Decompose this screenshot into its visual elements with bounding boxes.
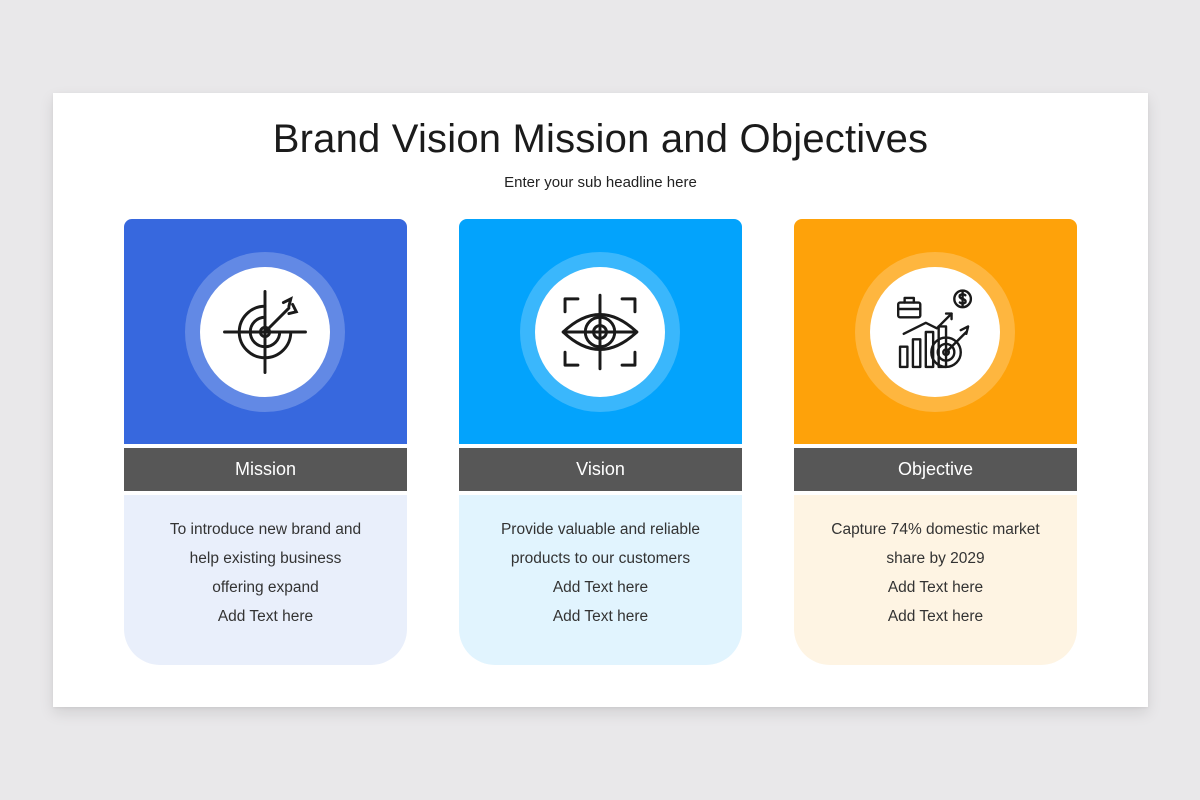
vision-label: Vision bbox=[459, 448, 742, 491]
objective-text-line: Add Text here bbox=[887, 608, 984, 625]
objective-text-line: Add Text here bbox=[887, 579, 984, 596]
objective-body: Capture 74% domestic market share by 202… bbox=[794, 495, 1077, 665]
mission-icon-disc bbox=[200, 267, 330, 397]
vision-text-line: Provide valuable and reliable bbox=[500, 521, 701, 538]
mission-text-line: offering expand bbox=[212, 579, 319, 596]
vision-text-line: Add Text here bbox=[552, 608, 649, 625]
mission-text-line: To introduce new brand and bbox=[169, 521, 362, 538]
vision-body: Provide valuable and reliable products t… bbox=[459, 495, 742, 665]
objective-text-line: share by 2029 bbox=[886, 550, 985, 567]
slide: Brand Vision Mission and Objectives Ente… bbox=[53, 93, 1148, 707]
objective-card-header bbox=[794, 219, 1077, 444]
vision-icon-halo bbox=[520, 252, 680, 412]
vision-card-header bbox=[459, 219, 742, 444]
mission-card-header bbox=[124, 219, 407, 444]
objective-label: Objective bbox=[794, 448, 1077, 491]
vision-text-line: Add Text here bbox=[552, 579, 649, 596]
vision-card: Vision Provide valuable and reliable pro… bbox=[459, 219, 742, 665]
objective-card: Objective Capture 74% domestic market sh… bbox=[794, 219, 1077, 665]
vision-icon-disc bbox=[535, 267, 665, 397]
slide-subtitle: Enter your sub headline here bbox=[504, 174, 697, 191]
objective-text-line: Capture 74% domestic market bbox=[831, 521, 1040, 538]
mission-label: Mission bbox=[124, 448, 407, 491]
mission-icon-halo bbox=[185, 252, 345, 412]
mission-text-line: help existing business bbox=[189, 550, 342, 567]
objective-icon-disc bbox=[870, 267, 1000, 397]
eye-focus-icon bbox=[561, 293, 639, 371]
vision-text-line: products to our customers bbox=[510, 550, 691, 567]
mission-card: Mission To introduce new brand and help … bbox=[124, 219, 407, 665]
slide-title: Brand Vision Mission and Objectives bbox=[272, 117, 929, 161]
business-growth-target-icon bbox=[897, 289, 973, 369]
mission-body: To introduce new brand and help existing… bbox=[124, 495, 407, 665]
target-arrow-icon bbox=[223, 290, 307, 374]
mission-text-line: Add Text here bbox=[217, 608, 314, 625]
objective-icon-halo bbox=[855, 252, 1015, 412]
